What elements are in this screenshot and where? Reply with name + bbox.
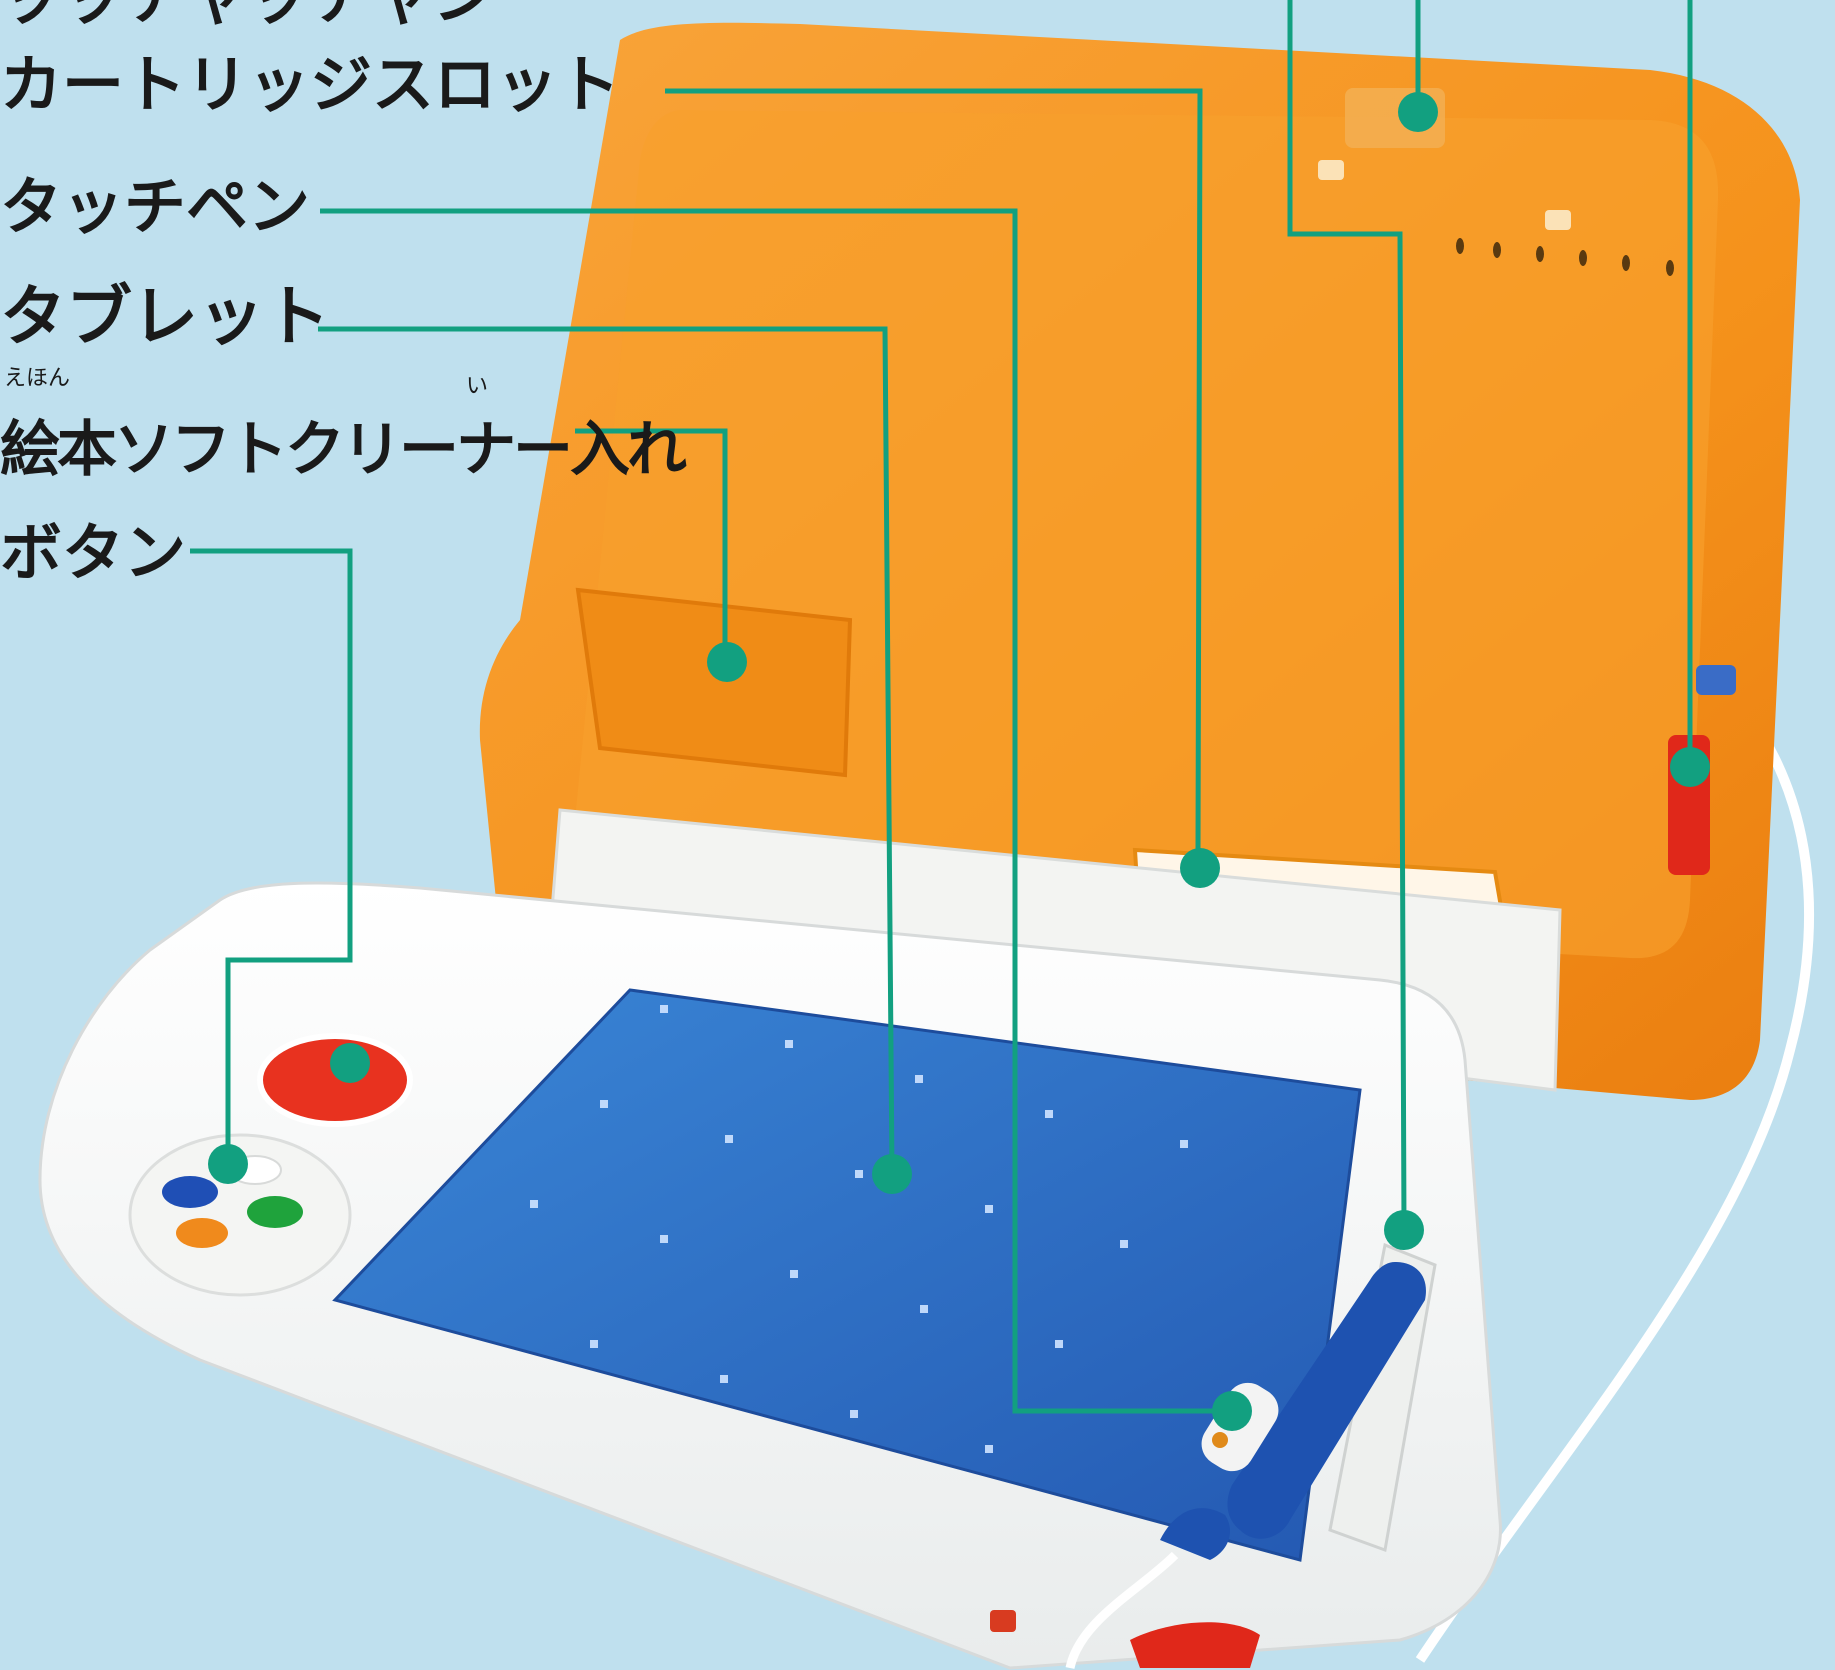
top-tab-right	[1545, 210, 1571, 230]
label-touch-pen: タッチペン	[0, 170, 311, 243]
tablet-dots	[530, 1005, 1188, 1453]
power-cable	[1415, 656, 1814, 1663]
red-button[interactable]	[257, 1033, 413, 1127]
ruby-ehon: えほん	[4, 366, 71, 391]
tablet	[332, 988, 1362, 1562]
bottom-grip	[1130, 1622, 1260, 1668]
ruby-i: い	[466, 374, 489, 399]
label-cartridge-slot: カートリッジスロット	[0, 48, 621, 121]
pen-cord	[1065, 1551, 1179, 1670]
blue-button[interactable]	[162, 1176, 218, 1208]
button-pad	[128, 1133, 352, 1297]
green-button[interactable]	[247, 1196, 303, 1228]
top-tab-left	[1318, 160, 1344, 180]
speaker-dots	[1456, 238, 1674, 276]
bottom-switch	[990, 1610, 1016, 1632]
label-touch-top: ッッチャッチャン	[0, 0, 495, 28]
leader-dots	[208, 92, 1710, 1431]
cleaner-compartment	[575, 587, 853, 778]
label-buttons: ボタン	[0, 516, 187, 589]
leader-lines	[190, 0, 1693, 1414]
lid-panel	[571, 110, 1719, 959]
label-cleaner-case: 絵本ソフトクリーナー入れ	[0, 415, 687, 485]
cable-plug	[1696, 665, 1736, 695]
orange-button[interactable]	[176, 1218, 228, 1248]
label-tablet: タブレット	[0, 278, 330, 355]
